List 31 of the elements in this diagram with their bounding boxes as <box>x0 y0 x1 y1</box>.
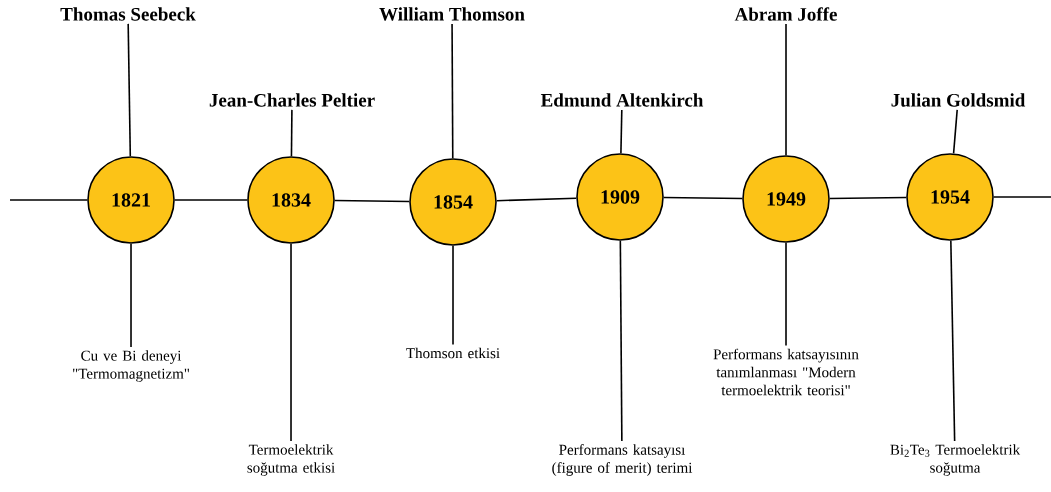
person-name: Julian Goldsmid <box>891 93 1026 107</box>
connector-line <box>334 199 411 203</box>
person-name: Jean-Charles Peltier <box>209 93 375 107</box>
person-name: Abram Joffe <box>734 7 837 21</box>
event-description: Thomson etkisi <box>406 347 500 359</box>
connector-line <box>496 197 578 202</box>
connector-line <box>620 109 623 154</box>
connector-line <box>174 199 248 201</box>
event-description: Termoelektrik soğutma etkisi <box>247 444 335 476</box>
connector-line <box>619 240 623 442</box>
connector-line <box>785 23 787 156</box>
connector-line <box>950 240 956 442</box>
person-name: Edmund Altenkirch <box>540 93 704 107</box>
event-description: Performans katsayısının tanımlanması "Modern termoelektrik teorisi" <box>713 348 859 396</box>
connector-line <box>952 109 958 155</box>
connector-line <box>785 242 787 347</box>
connector-line <box>130 243 132 348</box>
event-description: Performans katsayısı (figure of merit) terimi <box>552 444 693 476</box>
connector-line <box>451 23 454 159</box>
person-name: Thomas Seebeck <box>60 7 196 21</box>
connector-line <box>663 196 743 200</box>
connector-line <box>452 245 454 346</box>
connector-line <box>993 196 1051 198</box>
person-name: William Thomson <box>379 7 525 21</box>
event-description: Bi$_{2}$Te$_{3}$ Termoelektrik soğutma <box>890 444 1021 476</box>
connector-line <box>829 196 907 200</box>
connector-line <box>127 23 132 157</box>
connector-line <box>290 109 293 157</box>
connector-line <box>9 199 88 201</box>
event-description: Cu ve Bi deneyi "Termomagnetizm" <box>73 350 190 382</box>
connector-line <box>290 243 292 442</box>
